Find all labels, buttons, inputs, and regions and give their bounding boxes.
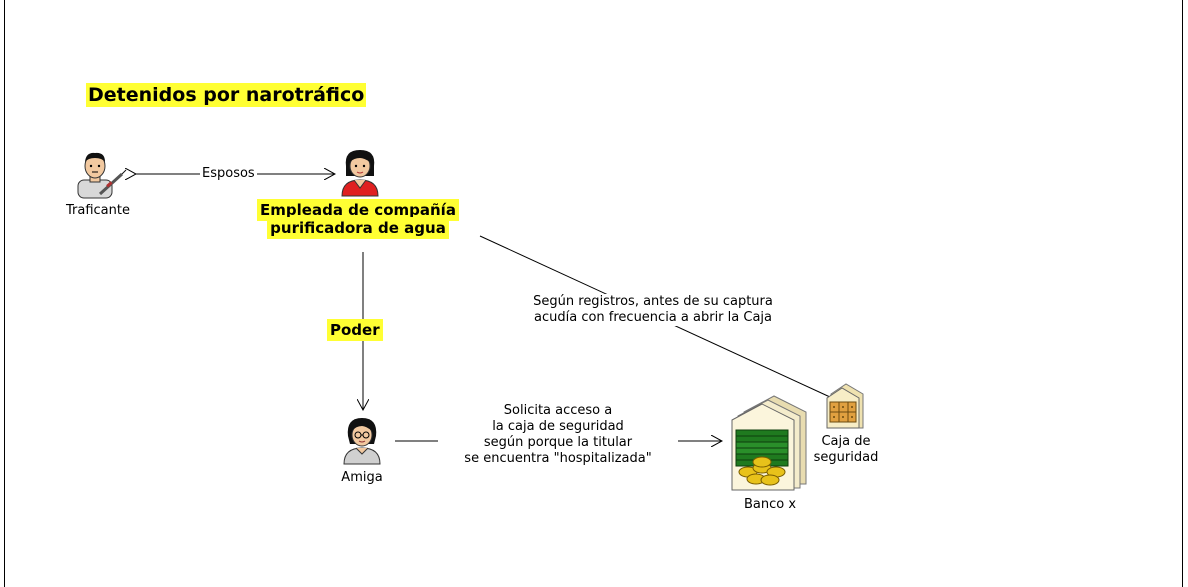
solicita-line2: la caja de seguridad: [492, 419, 624, 434]
frame-right-border: [1182, 0, 1183, 587]
registros-edge-label: Según registros, antes de su captura acu…: [498, 294, 808, 326]
traficante-label: Traficante: [66, 203, 130, 218]
registros-line1: Según registros, antes de su captura: [533, 294, 773, 309]
solicita-line3: según porque la titular: [483, 435, 633, 450]
empleada-label-line1: Empleada de compañía: [257, 199, 459, 221]
diagram-title: Detenidos por narotráfico: [86, 83, 367, 107]
esposos-edge-label: Esposos: [200, 166, 257, 182]
empleada-label: Empleada de compañía purificadora de agu…: [238, 199, 478, 239]
caja-label-line1: Caja de: [821, 434, 871, 449]
safe-deposit-box-icon: [826, 383, 864, 429]
banco-label: Banco x: [743, 497, 797, 512]
solicita-line4: se encuentra "hospitalizada": [464, 451, 652, 466]
frame-left-border: [4, 0, 5, 587]
woman-glasses-icon: [343, 418, 381, 465]
poder-edge-text: Poder: [327, 319, 383, 341]
solicita-edge-label: Solicita acceso a la caja de seguridad s…: [438, 403, 678, 467]
caja-label: Caja de seguridad: [806, 434, 886, 466]
solicita-line1: Solicita acceso a: [503, 403, 613, 418]
man-with-syringe-icon: [77, 152, 127, 199]
caja-label-line2: seguridad: [813, 450, 879, 465]
poder-edge-label: Poder: [327, 319, 383, 341]
bank-money-icon: [731, 395, 807, 491]
amiga-label: Amiga: [341, 470, 383, 485]
woman-red-shirt-icon: [341, 150, 379, 197]
empleada-label-line2: purificadora de agua: [267, 217, 449, 239]
registros-line2: acudía con frecuencia a abrir la Caja: [534, 310, 772, 325]
